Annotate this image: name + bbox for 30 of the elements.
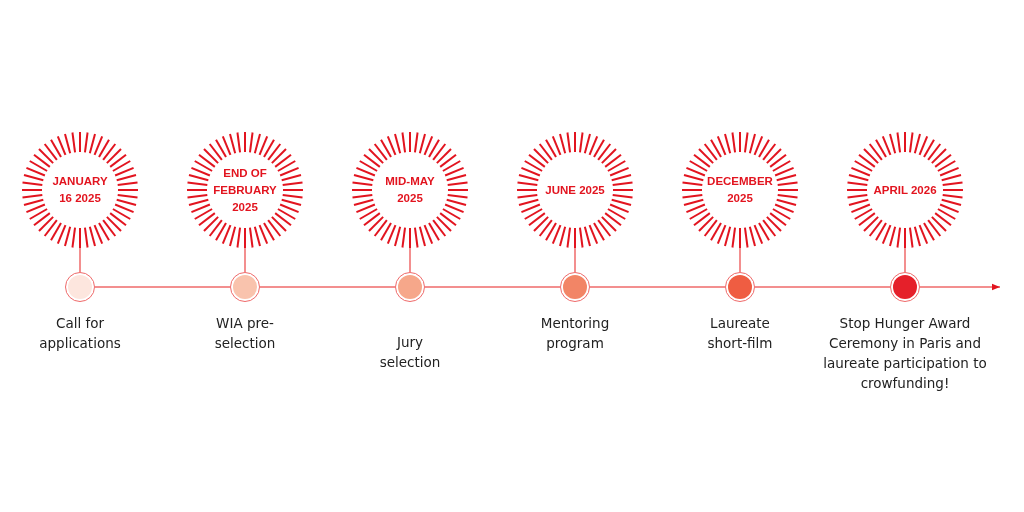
timeline-dot [230, 272, 260, 302]
timeline-dot [725, 272, 755, 302]
milestone-caption: Mentoring program [539, 314, 611, 353]
milestone-caption: Jury selection [378, 333, 442, 372]
date-label: APRIL 2026 [872, 182, 938, 198]
connector-line [409, 247, 411, 273]
date-label: END OF FEBRUARY 2025 [212, 165, 278, 215]
date-label: JUNE 2025 [544, 182, 606, 198]
date-label: DECEMBER 2025 [706, 174, 774, 206]
milestone-caption: Call for applications [38, 314, 122, 353]
timeline-arrow [919, 283, 1001, 291]
date-label: MID-MAY 2025 [384, 174, 436, 206]
connector-line [739, 247, 741, 273]
connector-line [904, 247, 906, 273]
date-label: JANUARY 16 2025 [52, 174, 108, 206]
timeline-dot [890, 272, 920, 302]
connector-line [79, 247, 81, 273]
connector-line [244, 247, 246, 273]
connector-line [589, 286, 726, 288]
milestone-caption: WIA pre-selection [213, 314, 277, 353]
milestone-caption: Laureate short-film [706, 314, 774, 353]
timeline-dot [560, 272, 590, 302]
timeline-dot [395, 272, 425, 302]
connector-line [574, 247, 576, 273]
connector-line [754, 286, 891, 288]
connector-line [424, 286, 561, 288]
connector-line [259, 286, 396, 288]
connector-line [94, 286, 231, 288]
milestone-caption: Stop Hunger Award Ceremony in Paris and laureate participation to crowfunding! [822, 314, 988, 393]
timeline-dot [65, 272, 95, 302]
